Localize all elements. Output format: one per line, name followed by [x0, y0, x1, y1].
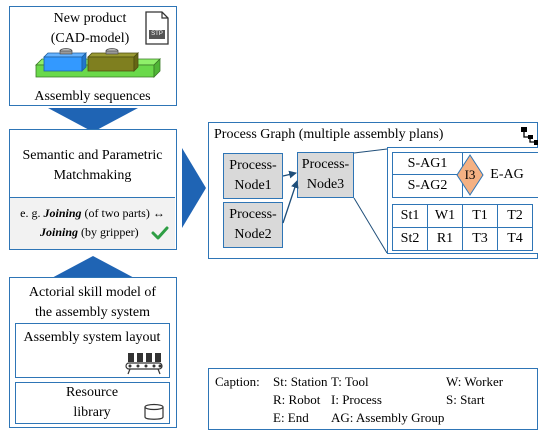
matchmaking-title-line1: Semantic and Parametric [22, 148, 163, 163]
grid-cell-r1c0: St2 [392, 227, 428, 251]
example-joining-parts: Joining [43, 206, 82, 220]
example-middle: (of two parts) ↔ [81, 206, 165, 220]
caption-r1c2: S: Start [446, 392, 485, 407]
process-node-1-line2: Node1 [234, 178, 272, 193]
stp-file-icon: STP [145, 11, 169, 45]
caption-label: Caption: [215, 374, 260, 389]
matchmaking-box: Semantic and Parametric Matchmaking e. g… [9, 129, 177, 250]
grid-cell-r0c1: W1 [427, 204, 463, 228]
caption-box: Caption: St: Station T: Tool W: Worker R… [208, 368, 538, 430]
process-node-3[interactable]: Process- Node3 [297, 152, 354, 198]
up-arrow-icon [48, 256, 138, 280]
node3-detail-box: S-AG1 S-AG2 I3 E-AG St1 W1 T1 T2 St2 R1 … [387, 147, 538, 254]
grid-cell-r1c2: T3 [462, 227, 498, 251]
resource-library-line2: library [73, 405, 111, 420]
cad-model-box: New product (CAD-model) STP [9, 6, 177, 106]
assembly-group-box: S-AG1 S-AG2 I3 E-AG [392, 152, 538, 198]
grid-cell-r0c2: T1 [462, 204, 498, 228]
assembly-layout-label: Assembly system layout [23, 330, 161, 345]
example-line2: Joining (by gripper) [10, 223, 175, 242]
process-node-3-line2: Node3 [306, 177, 345, 192]
edge-node2-node3 [282, 180, 299, 224]
caption-r1c1: I: Process [331, 392, 382, 407]
example-suffix: (by gripper) [78, 225, 139, 239]
resource-library-label: Resource library [16, 383, 168, 423]
matchmaking-title-line2: Matchmaking [53, 168, 132, 183]
example-prefix: e. g. [20, 206, 44, 220]
checkmark-icon [151, 226, 169, 240]
matchmaking-title: Semantic and Parametric Matchmaking [10, 146, 175, 186]
skill-model-box: Actorial skill model of the assembly sys… [9, 277, 177, 428]
process-node-2-line1: Process- [229, 207, 277, 222]
grid-cell-r0c3: T2 [497, 204, 533, 228]
cad-parts-illustration [30, 47, 162, 85]
assembly-layout-box: Assembly system layout [15, 323, 170, 378]
process-diamond [456, 154, 484, 196]
cad-title-line2: (CAD-model) [50, 31, 130, 46]
sag1-label: S-AG1 [393, 153, 463, 175]
caption-r0c1: T: Tool [331, 374, 369, 389]
eag-label: E-AG [490, 167, 524, 182]
diamond-label: I3 [464, 167, 476, 182]
hierarchy-icon [521, 127, 538, 145]
matchmaking-example: e. g. Joining (of two parts) ↔ Joining (… [10, 197, 175, 249]
caption-r1c0: R: Robot [273, 392, 321, 407]
caption-r2c0: E: End [273, 410, 309, 425]
sag2-label: S-AG2 [393, 175, 463, 197]
process-node-1[interactable]: Process- Node1 [223, 153, 283, 199]
grid-cell-r1c1: R1 [427, 227, 463, 251]
conveyor-robots-icon [125, 353, 163, 375]
example-joining-gripper: Joining [40, 225, 79, 239]
edge-node1-node3 [282, 170, 297, 179]
example-line1: e. g. Joining (of two parts) ↔ [10, 204, 175, 223]
process-node-2[interactable]: Process- Node2 [223, 202, 283, 248]
assembly-sequences-label: Assembly sequences [34, 89, 151, 104]
cad-title: New product (CAD-model) [20, 9, 160, 49]
skill-model-title-line2: the assembly system [34, 305, 151, 320]
caption-r2c1: AG: Assembly Group [331, 410, 445, 425]
process-graph-panel: Process Graph (multiple assembly plans) … [208, 122, 538, 259]
resource-grid: St1 W1 T1 T2 St2 R1 T3 T4 [392, 204, 538, 252]
stp-label: STP [151, 31, 163, 37]
resource-library-box: Resource library [15, 382, 170, 424]
database-icon [144, 403, 164, 420]
process-node-3-line1: Process- [301, 157, 350, 172]
cad-title-line1: New product [53, 11, 127, 26]
grid-cell-r0c0: St1 [392, 204, 428, 228]
process-graph-title: Process Graph (multiple assembly plans) [214, 127, 444, 142]
caption-r0c0: St: Station [273, 374, 328, 389]
right-arrow-icon [182, 148, 206, 228]
resource-library-line1: Resource [65, 385, 119, 400]
grid-cell-r1c3: T4 [497, 227, 533, 251]
graph-edges [282, 148, 388, 254]
caption-r0c2: W: Worker [446, 374, 504, 389]
down-arrow-icon [48, 108, 138, 132]
process-node-1-line1: Process- [229, 158, 277, 173]
process-node-2-line2: Node2 [234, 227, 272, 242]
skill-model-title-line1: Actorial skill model of [28, 285, 157, 300]
skill-model-title: Actorial skill model of the assembly sys… [10, 283, 175, 323]
